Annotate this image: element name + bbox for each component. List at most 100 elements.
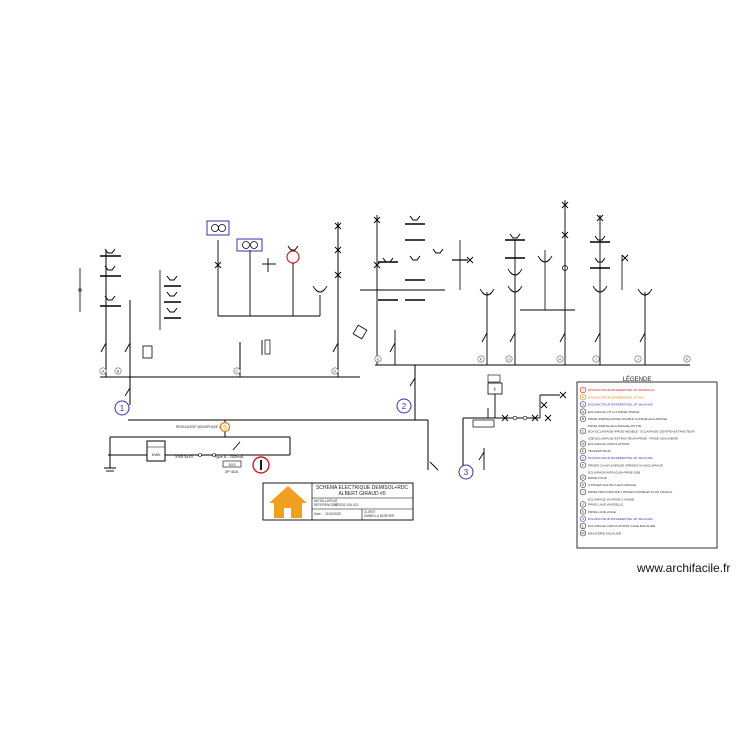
svg-text:1: 1 [120,404,125,413]
legend-text: SDB ECLAIRAGE+EXTRACTEUR+PRISE - PRISE C… [588,437,678,441]
legend-symbol-icon [579,447,587,454]
installer-label: INSTALLATEUR [314,499,338,503]
main-feed: RESEAU/EDF MONOPHASÉ 230V [104,405,439,472]
circuit-letter-f: F [480,357,483,362]
legend-symbol-icon [579,530,587,537]
circuit-letter-c: C [236,369,239,374]
legend-symbol: J [582,503,584,507]
circuit-letter-a: A [102,369,105,374]
circuit-letters-board-1: A B C D [99,367,339,375]
board-badge-2: 2 [396,398,412,414]
legend-symbol-icon [579,462,587,469]
legend-symbol: 1 [582,403,584,407]
legend-text: DISJONCTEUR DIFFERENTIEL 2P 40A [588,395,645,399]
legend-item: PRISE SIMPLE+ECLAIRAGE+HOTTE [588,424,641,428]
legend-text: PRISE SIMPLE+ECLAIRAGE+HOTTE [588,424,641,428]
legend-symbol-icon [579,508,587,515]
circuit-letter-h: H [559,357,562,362]
circuit-letters-board-2: E F G H I J K [374,355,691,363]
legend-text: PRISE LAVE VAISSELLE [588,503,623,507]
date-value: 21/03/2025 [325,512,341,516]
legend-symbol-icon [579,428,587,435]
legend-text: BOX ECLAIRAGE+PRISE MEUBLE - ECLAIRAGE C… [588,429,695,433]
board-badge-1: 1 [114,400,130,416]
legend-symbol: H [582,483,585,487]
legend-symbol-icon [579,394,587,401]
circuit-letter-b: B [117,369,120,374]
circuit-letter-i: I [595,357,596,362]
legend-symbol-icon [579,440,587,447]
legend-text: PRISE SIMPLE+PRISE DOUBLE CUISINE+ECLAIR… [588,417,667,421]
circuit-letter-d: D [334,369,337,374]
legend-symbol-icon [579,408,587,415]
owner-value: ISABELLA MORTIER [364,514,395,518]
svg-text:2: 2 [402,402,407,411]
title-line2: ALBERT GIRAUD #0 [338,491,385,497]
legend-item: 2 DISJONCTEUR DIFFERENTIEL 2P 30mA/40A [579,454,654,462]
board-badge-3: 3 [458,464,474,480]
legend-text: TELERUPTEUR [588,449,611,453]
legend-item: ECLAIRAGE APPLIQUE+PRISE SDB [588,471,640,475]
board-3-circuits: t [462,374,567,470]
legend-symbol-icon [579,481,587,488]
legend-symbol: M [582,532,585,536]
house-logo-icon [269,486,307,518]
board-1-circuits [78,220,368,405]
legend-symbol-icon [579,522,587,530]
legend-symbol-icon [579,415,587,422]
legend-text: DISJONCTEUR DIFFERENTIEL 2P 30mA/40A [588,517,654,521]
legend-symbol: I [583,388,584,392]
legend-text: ECLAIRAGE CIRCULATIONS [588,442,629,446]
legend-symbol-icon [579,515,587,522]
legend-text: DISJONCTEUR DIFFERENTIEL 2P 30mA/40A [588,456,654,460]
legend-symbol: 2 [582,456,584,460]
legend-symbol: F [582,464,585,468]
owner-label: CLIENT [364,510,375,514]
legend-symbol: G [582,476,585,480]
legend-text: DISJONCTEUR DIFFERENTIEL 2P 30mA/40A [588,403,654,407]
svg-text:S: S [223,426,227,432]
ref-label: REFERENCE N° [314,503,339,507]
feed-note: RESEAU/EDF MONOPHASÉ 230V [176,424,227,429]
legend-symbol: C [582,430,585,434]
circuit-letter-g: G [507,357,510,362]
legend-symbol: S [582,396,585,400]
title-block: SCHEMA ELECTRIQUE DEMISOL+RDC ALBERT GIR… [262,482,414,521]
legend-item: J PRISE LAVE VAISSELLE [579,501,623,508]
legend-symbol-icon [579,454,587,462]
legend-symbol-icon [579,474,587,481]
legend-symbol-icon [579,501,587,508]
legend-text: PRISE FRIGO/ROUPE 2 PRISES DOUBLES PLAN … [588,490,673,494]
circuit-letter-j: J [637,357,639,362]
circuit-letter-e: E [377,357,380,362]
board-2-circuits [360,200,690,405]
legend-item: ECLAIRAGE SA PRISE CUISINE [588,497,634,501]
legend-symbol: A [582,410,585,414]
legend-text: ECLAIRAGE CIRCULATIONS CAGE ESCALIER [588,524,656,528]
legend-item: 1 DISJONCTEUR DIFFERENTIEL 2P 30mA/40A [579,401,654,408]
legend-symbol-icon [579,401,587,408]
legend-text: PRISES CH+ECLAIRAGE 2PRISES CH+ECLAIRAGE [588,463,663,467]
legend-symbol: E [582,449,585,453]
kwh-meter: KWh [146,440,166,462]
orange-breaker: S [219,421,231,433]
watermark: www.archifacile.fr [637,561,731,575]
legend-title: LÉGENDE [623,376,652,383]
cable-label: XVB 3x10 [175,454,194,459]
circuit-letter-k: K [686,357,689,362]
legend-text: MINUTERIE ESCALIER [588,531,622,535]
title-line1: SCHEMA ELECTRIQUE DEMISOL+RDC [316,485,408,491]
breaker-rating: 3000 [228,463,235,467]
